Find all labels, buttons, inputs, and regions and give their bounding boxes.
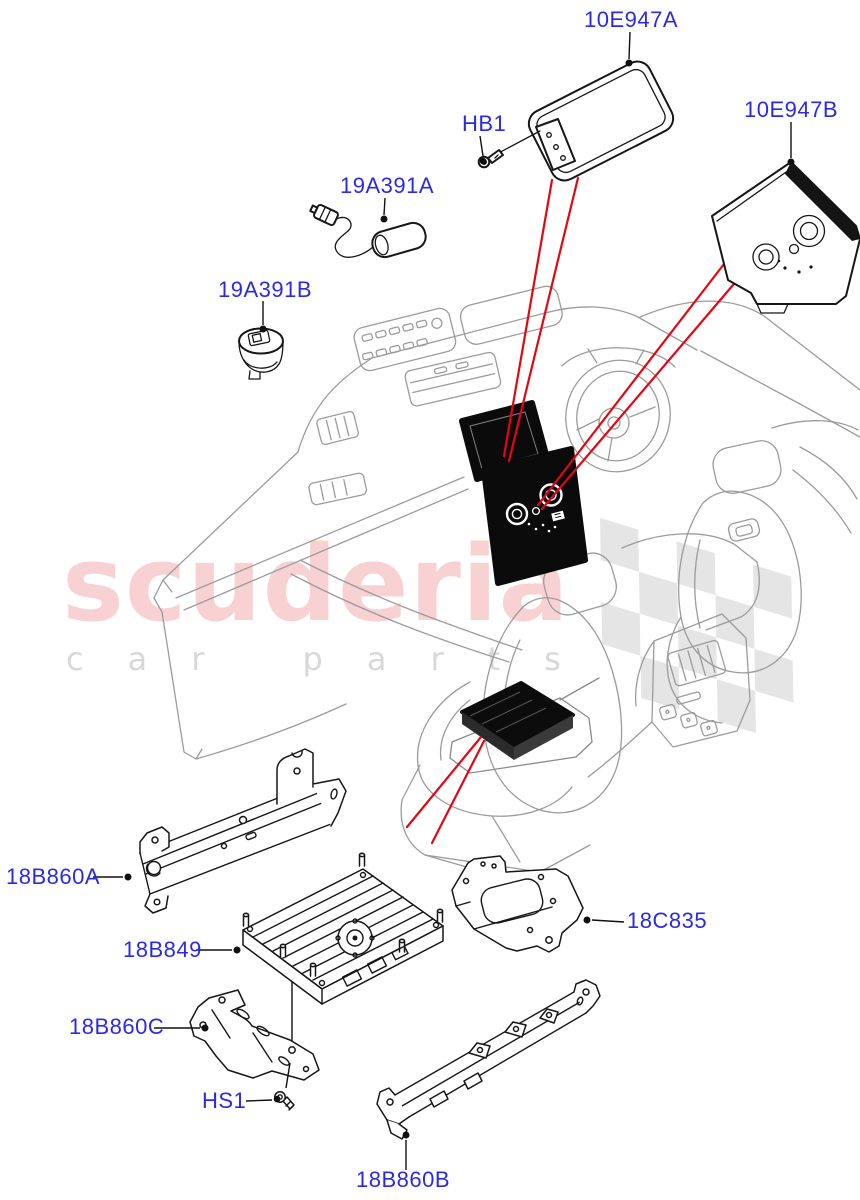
- bracket-18b860c-drawing: [189, 989, 320, 1089]
- watermark: scuderia car parts: [62, 518, 794, 733]
- part-label-18C835: 18C835: [627, 908, 708, 933]
- display-unit-drawing: [490, 60, 675, 182]
- car-interior-line-art: [153, 285, 860, 887]
- watermark-tagline-text: car parts: [66, 640, 605, 678]
- part-label-HS1: HS1: [202, 1088, 247, 1113]
- sensor-drawing: [238, 327, 284, 380]
- part-label-10E947B: 10E947B: [744, 97, 839, 122]
- under-seat-module-drawing: [460, 681, 575, 760]
- part-label-10E947A: 10E947A: [584, 7, 679, 32]
- amplifier-drawing: [242, 852, 444, 1042]
- climate-panel-drawing: [481, 446, 588, 586]
- bracket-to-screw-line: [285, 1062, 291, 1089]
- bracket-18b860b-drawing: [376, 979, 601, 1140]
- part-label-18B860C: 18B860C: [69, 1014, 165, 1039]
- microphone-drawing: [309, 203, 427, 259]
- bracket-18c835-drawing: [451, 855, 584, 953]
- part-label-18B860A: 18B860A: [6, 864, 101, 889]
- part-label-18B849: 18B849: [123, 937, 202, 962]
- part-label-HB1: HB1: [462, 111, 507, 136]
- control-panel-drawing: [711, 161, 860, 314]
- red-locator-lines: [405, 176, 741, 845]
- part-label-19A391B: 19A391B: [218, 277, 313, 302]
- part-label-19A391A: 19A391A: [340, 173, 435, 198]
- watermark-brand-text: scuderia: [62, 523, 570, 645]
- bracket-18b860a-drawing: [139, 748, 347, 914]
- part-label-18B860B: 18B860B: [356, 1167, 451, 1192]
- label-leader-lines: [93, 31, 795, 1170]
